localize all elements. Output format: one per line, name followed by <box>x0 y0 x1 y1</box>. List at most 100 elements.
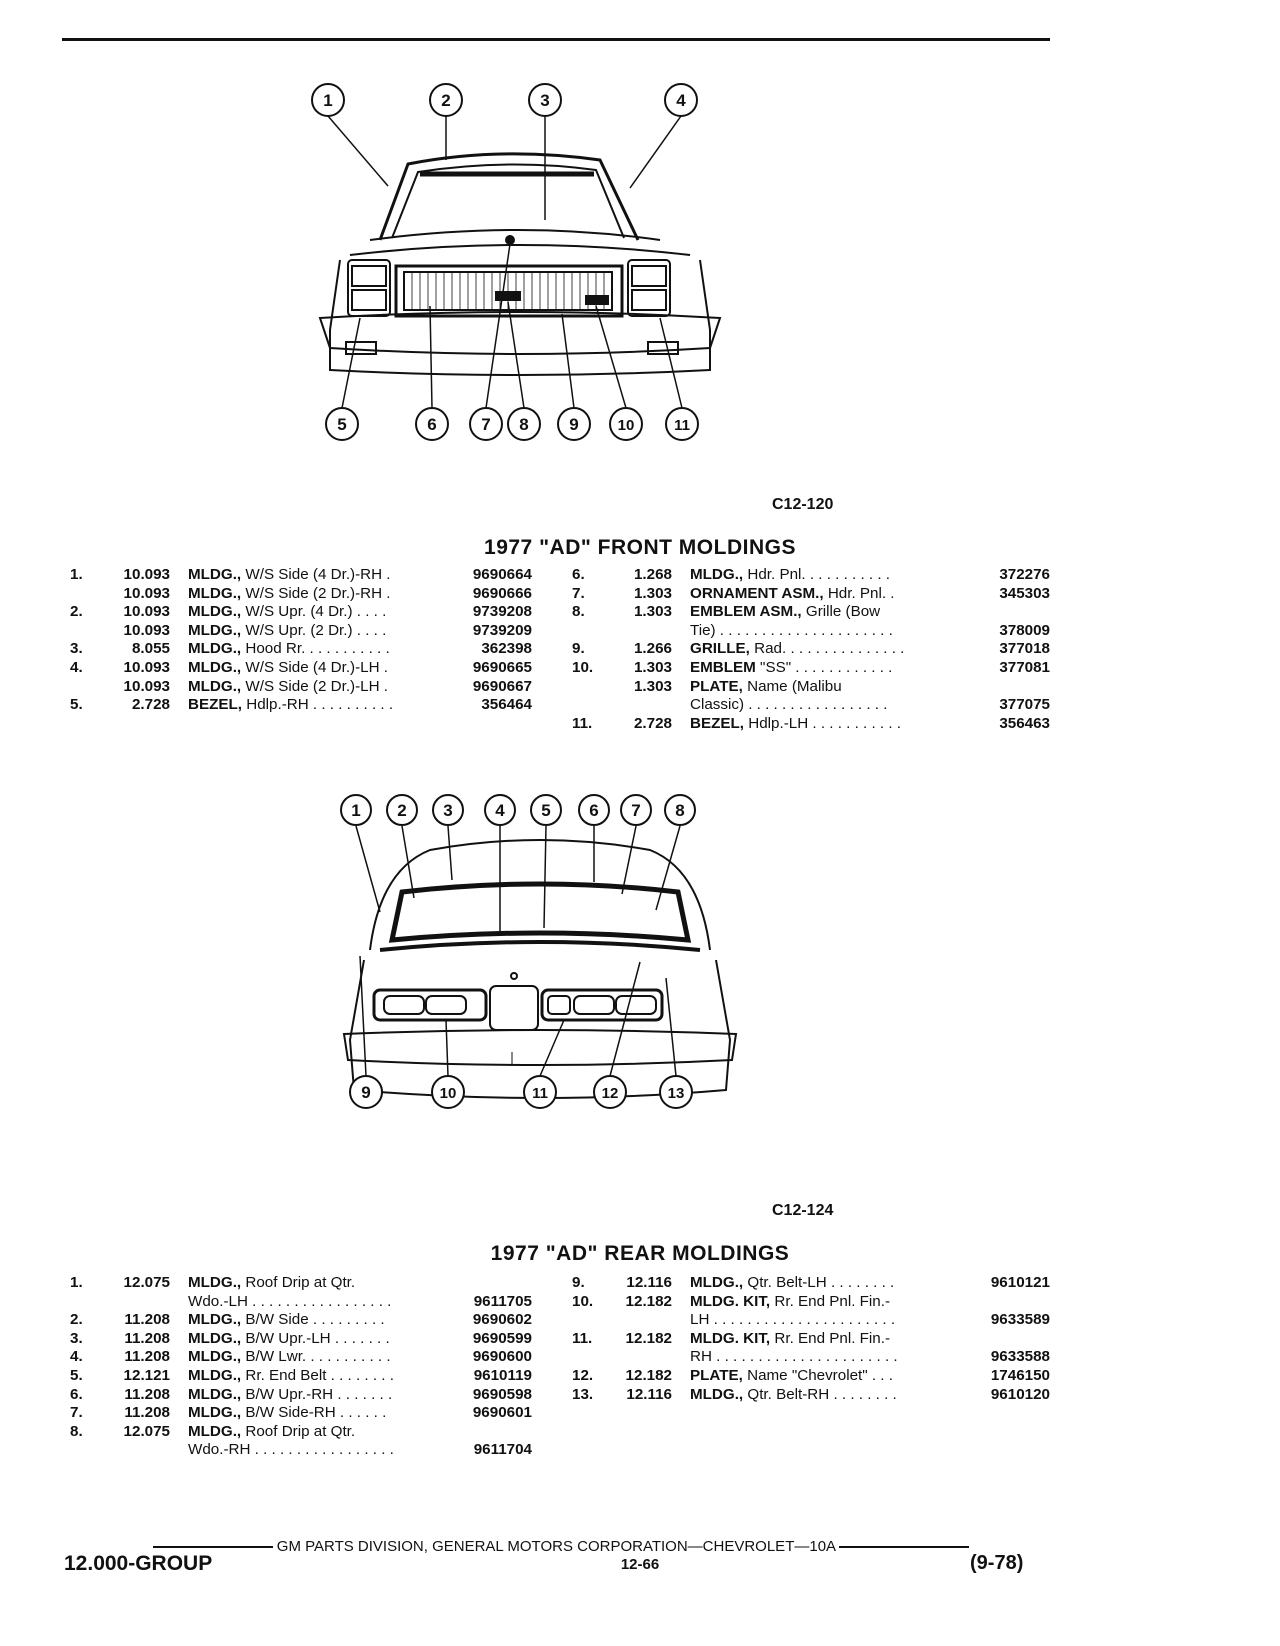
front-moldings-illustration: 1 2 3 4 5 6 7 8 9 10 11 <box>300 80 750 470</box>
item-number: 13. <box>572 1385 594 1403</box>
group-number <box>108 1441 170 1460</box>
item-number: 7. <box>70 1404 83 1422</box>
part-name: MLDG., <box>188 677 242 695</box>
svg-text:9: 9 <box>361 1083 370 1102</box>
part-number: 356464 <box>481 696 532 714</box>
group-number: 8.055 <box>131 640 170 658</box>
item-number: 10. <box>572 1292 594 1310</box>
callout-10: 10 <box>609 407 643 441</box>
part-number: 1746150 <box>990 1366 1050 1384</box>
callout-7: 7 <box>469 407 503 441</box>
part-name: BEZEL, <box>690 714 745 732</box>
top-rule <box>62 38 1050 41</box>
svg-text:8: 8 <box>675 801 684 820</box>
part-number: 377018 <box>999 640 1050 658</box>
item-number: 2. <box>70 603 83 621</box>
group-number <box>610 1348 672 1367</box>
part-name: GRILLE, <box>690 640 750 658</box>
rear-callout-11: 11 <box>523 1075 557 1109</box>
svg-text:6: 6 <box>589 801 598 820</box>
item-number: 2. <box>70 1311 83 1329</box>
rear-callout-13: 13 <box>659 1075 693 1109</box>
part-description: MLDG., W/S Side (2 Dr.)-LH . <box>188 678 446 697</box>
item-number: 9. <box>572 1274 585 1291</box>
part-detail: Rr. End Pnl. Fin.- <box>774 1292 891 1310</box>
part-description: MLDG., W/S Side (4 Dr.)-RH . <box>188 566 446 585</box>
part-name: MLDG., <box>188 603 242 621</box>
group-number: 12.182 <box>625 1292 672 1310</box>
group-number <box>610 696 672 715</box>
part-name: MLDG., <box>188 566 242 583</box>
part-detail: W/S Side (4 Dr.)-LH . <box>245 658 389 676</box>
part-description: MLDG., Hdr. Pnl. . . . . . . . . . . <box>690 566 964 585</box>
group-number: 12.121 <box>123 1366 170 1384</box>
part-description: MLDG., W/S Upr. (4 Dr.) . . . . <box>188 603 446 622</box>
part-row: Wdo.-RH . . . . . . . . . . . . . . . . … <box>70 1441 532 1460</box>
part-description: BEZEL, Hdlp.-RH . . . . . . . . . . <box>188 696 446 715</box>
rear-moldings-illustration: 1 2 3 4 5 6 7 8 9 10 11 12 13 <box>340 790 740 1170</box>
part-description: Wdo.-RH . . . . . . . . . . . . . . . . … <box>188 1441 446 1460</box>
part-detail: Hdr. Pnl. . <box>827 584 895 602</box>
part-name: MLDG., <box>690 1385 744 1403</box>
part-detail: Rr. End Pnl. Fin.- <box>774 1329 891 1347</box>
part-description: MLDG., W/S Side (2 Dr.)-RH . <box>188 585 446 604</box>
rear-callout-2: 2 <box>386 794 418 826</box>
item-number <box>572 1348 610 1367</box>
item-number: 6. <box>572 566 585 583</box>
part-number: 9633589 <box>990 1311 1050 1329</box>
svg-text:7: 7 <box>481 415 490 434</box>
svg-text:11: 11 <box>674 417 690 434</box>
part-detail: Name (Malibu <box>747 677 842 695</box>
group-number: 11.208 <box>124 1348 170 1366</box>
item-number: 11. <box>572 714 593 732</box>
group-number: 1.268 <box>633 566 672 583</box>
part-number: 372276 <box>999 566 1050 583</box>
part-row: LH . . . . . . . . . . . . . . . . . . .… <box>572 1311 1050 1330</box>
group-number: 2.728 <box>131 696 170 714</box>
footer-page-number: 12-66 <box>620 1556 660 1573</box>
callout-1: 1 <box>311 83 345 117</box>
item-number: 6. <box>70 1385 83 1403</box>
part-number: 9633588 <box>990 1348 1050 1366</box>
group-number: 10.093 <box>123 658 170 676</box>
part-description: EMBLEM ASM., Grille (Bow <box>690 603 964 622</box>
rear-callout-10: 10 <box>431 1075 465 1109</box>
callout-5: 5 <box>325 407 359 441</box>
group-number <box>610 622 672 641</box>
part-detail: Qtr. Belt-LH . . . . . . . . <box>747 1274 895 1291</box>
part-name: PLATE, <box>690 677 743 695</box>
part-detail: W/S Side (2 Dr.)-LH . <box>245 677 389 695</box>
part-number: 377075 <box>999 696 1050 714</box>
part-description: Wdo.-LH . . . . . . . . . . . . . . . . … <box>188 1293 446 1312</box>
part-number <box>446 1423 532 1442</box>
part-detail: Classic) . . . . . . . . . . . . . . . .… <box>690 696 888 714</box>
group-number <box>108 1293 170 1312</box>
part-number: 9690664 <box>472 566 532 583</box>
part-name: MLDG., <box>188 1311 242 1329</box>
part-number: 9690599 <box>472 1329 532 1347</box>
part-number: 9690600 <box>472 1348 532 1366</box>
part-detail: Hdlp.-LH . . . . . . . . . . . <box>748 714 902 732</box>
part-detail: Qtr. Belt-RH . . . . . . . . <box>747 1385 897 1403</box>
callout-2: 2 <box>429 83 463 117</box>
part-description: MLDG. KIT, Rr. End Pnl. Fin.- <box>690 1330 964 1349</box>
group-number: 10.093 <box>123 584 170 602</box>
part-description: RH . . . . . . . . . . . . . . . . . . .… <box>690 1348 964 1367</box>
part-number: 9690665 <box>472 658 532 676</box>
part-name: MLDG., <box>690 566 744 583</box>
footer-date: (9-78) <box>970 1552 1024 1574</box>
part-name: MLDG., <box>690 1274 744 1291</box>
part-name: MLDG., <box>188 658 242 676</box>
group-number: 11.208 <box>124 1404 170 1422</box>
group-number: 12.075 <box>123 1274 170 1291</box>
group-number: 10.093 <box>123 566 170 583</box>
